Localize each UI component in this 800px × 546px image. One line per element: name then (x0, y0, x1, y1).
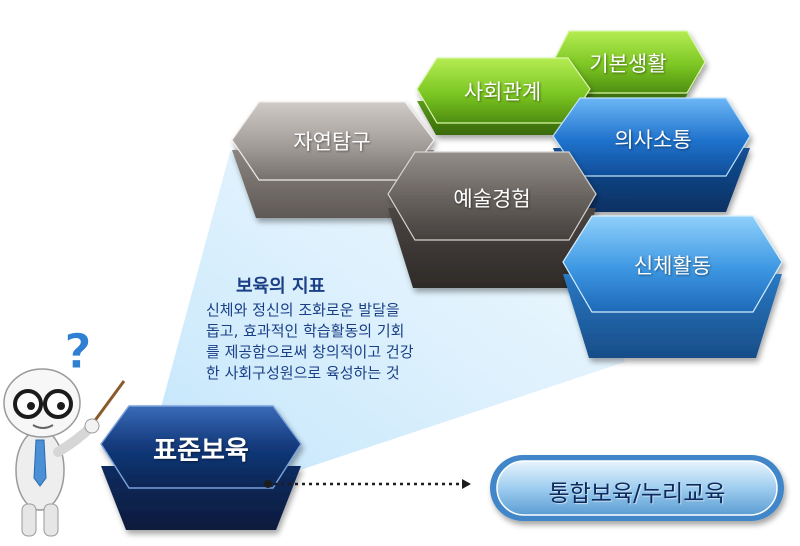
goal-line: 를 제공함으로써 창의적이고 건강 (206, 343, 414, 361)
label-art: 예술경험 (453, 187, 531, 211)
label-basic-life: 기본생활 (589, 52, 667, 76)
hex-communication[interactable] (552, 97, 751, 212)
label-standard-care: 표준보육 (153, 436, 249, 466)
arrow-head-icon (462, 479, 471, 489)
goal-description: 신체와 정신의 조화로운 발달을 돕고, 효과적인 학습활동의 기회 를 제공함… (206, 300, 506, 384)
hex-art[interactable] (387, 151, 597, 288)
connector-start-dot (264, 480, 272, 488)
label-nature: 자연탐구 (293, 130, 371, 154)
hex-nature[interactable] (231, 101, 435, 218)
hex-social[interactable] (416, 57, 591, 135)
goal-title: 보육의 지표 (236, 276, 326, 297)
label-target: 통합보육/누리교육 (548, 481, 726, 507)
label-social: 사회관계 (463, 80, 542, 104)
hex-basic-life[interactable] (552, 30, 706, 105)
hex-physical[interactable] (562, 215, 783, 358)
goal-line: 신체와 정신의 조화로운 발달을 (206, 301, 400, 319)
label-physical: 신체활동 (633, 254, 712, 278)
goal-line: 한 사회구성원으로 육성하는 것 (206, 364, 400, 382)
hex-standard-care[interactable] (100, 405, 302, 530)
svg-text:?: ? (64, 324, 92, 380)
target-pill[interactable] (490, 455, 784, 521)
goal-line: 돕고, 효과적인 학습활동의 기회 (206, 322, 405, 340)
question-mascot-icon: ? (3, 324, 126, 537)
label-communication: 의사소통 (614, 128, 692, 152)
